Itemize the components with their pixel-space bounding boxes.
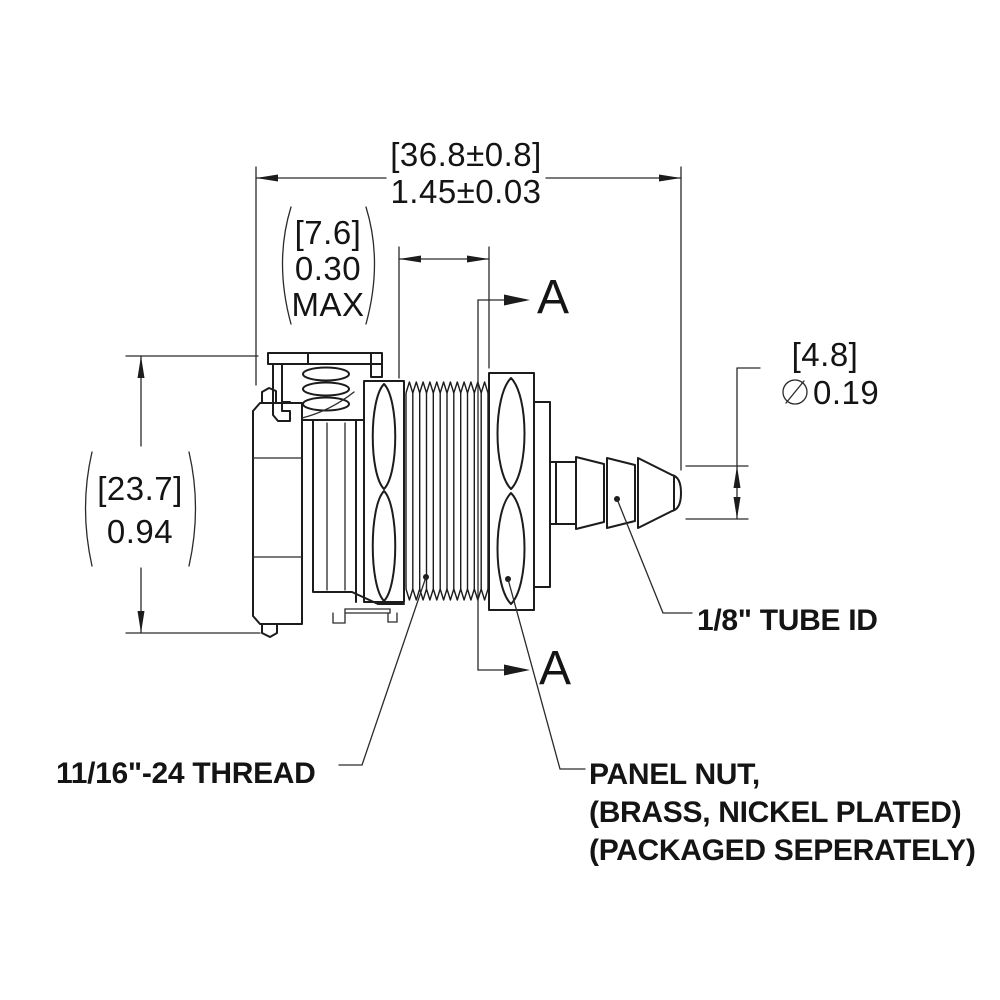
panel-nut [488,372,551,611]
panel-nut-label-line2: (BRASS, NICKEL PLATED) [589,796,961,829]
panel-nut-flat-bottom [496,492,526,605]
dim-overall-inches: 1.45±0.03 [390,173,541,210]
end-cap-grooves [252,457,303,558]
callout-tube-id: 1/8" TUBE ID [614,496,878,637]
barb-fitting [549,456,682,530]
dim-barb-line [736,367,761,520]
diameter-symbol-slash [785,380,805,404]
thread-leader-line [338,576,427,766]
panel-nut-outline [488,372,535,611]
coupling-body [252,352,489,638]
dim-height-ext-lines [125,355,261,634]
end-cap-top-tab [261,387,277,404]
dim-height-arrow-top [137,356,145,378]
panel-nut-leader-line [507,578,586,770]
spring-coil-1 [302,366,350,382]
dim-panel-paren-left [281,206,292,325]
thread-label: 11/16"-24 THREAD [56,757,316,790]
barrel-outline [301,419,405,605]
dim-height-paren-right [188,451,197,567]
thread-crests-top [405,381,489,394]
dim-height-arrow-bottom [137,611,145,633]
dim-overall-length: [36.8±0.8] 1.45±0.03 [255,136,682,471]
dim-height-paren-left [84,451,93,567]
bottom-clips [332,608,398,624]
dim-panel-ext-lines [398,246,490,379]
barb-tip-cone [637,457,682,529]
barrel-lines [301,391,355,591]
end-cap-outline [252,402,303,625]
latch-plate-end-block [370,363,383,378]
spring-coil-3 [302,396,350,412]
spring [302,366,350,412]
dim-panel-arrow-right [467,255,489,263]
callout-panel-nut: PANEL NUT, (BRASS, NICKEL PLATED) (PACKA… [505,576,976,867]
dim-panel-thickness: [7.6] 0.30 MAX [281,206,490,379]
section-top-letter: A [537,271,569,324]
thread-lines [405,393,489,589]
dim-panel-qualifier: MAX [291,286,364,323]
section-marker-bottom: A [477,642,571,695]
panel-nut-label-line1: PANEL NUT, [589,758,760,791]
threaded-section [405,381,489,601]
barb-ring-2 [606,457,636,529]
callout-thread: 11/16"-24 THREAD [56,574,429,790]
section-top-arrow [504,294,530,306]
dim-overall-arrow-right [659,174,681,182]
dim-height-metric: [23.7] [97,470,183,507]
dim-panel-inches: 0.30 [295,250,361,287]
hex-section-outline [363,380,405,603]
dim-overall-metric: [36.8±0.8] [390,136,542,173]
dim-panel-metric: [7.6] [295,214,362,251]
dim-overall-ext-lines [255,166,682,471]
spring-coil-2 [302,381,350,397]
diameter-symbol-circle [782,379,808,405]
latch-leg [272,363,291,422]
panel-nut-flange [533,401,551,588]
panel-nut-label-line3: (PACKAGED SEPERATELY) [589,834,976,867]
dim-body-height: [23.7] 0.94 [84,355,261,634]
dim-barb-arrow-top [733,466,741,488]
dim-barb-diameter: [4.8] 0.19 [685,336,879,520]
section-bottom-arrow [504,664,530,676]
tube-id-label: 1/8" TUBE ID [697,604,878,637]
section-bottom-letter: A [539,642,571,695]
dim-panel-paren-right [365,206,376,325]
panel-nut-flat-top [496,377,526,490]
dim-overall-arrow-left [256,174,278,182]
dim-barb-metric: [4.8] [792,336,859,373]
barb-ring-1 [575,456,605,530]
dim-barb-arrow-bottom [733,497,741,519]
dim-barb-inches: 0.19 [813,374,879,411]
hex-flat-top [371,383,397,490]
dim-panel-arrow-left [399,255,421,263]
section-marker-top: A [477,271,569,324]
dim-height-inches: 0.94 [107,513,173,550]
diameter-symbol-icon [782,379,808,405]
barb-stem [549,461,577,525]
tube-id-leader-line [616,498,693,614]
dim-barb-ext-lines [685,465,749,520]
hex-flat-bottom [371,490,397,602]
latch-plate [267,352,383,365]
end-cap-bottom-tab [261,623,278,638]
